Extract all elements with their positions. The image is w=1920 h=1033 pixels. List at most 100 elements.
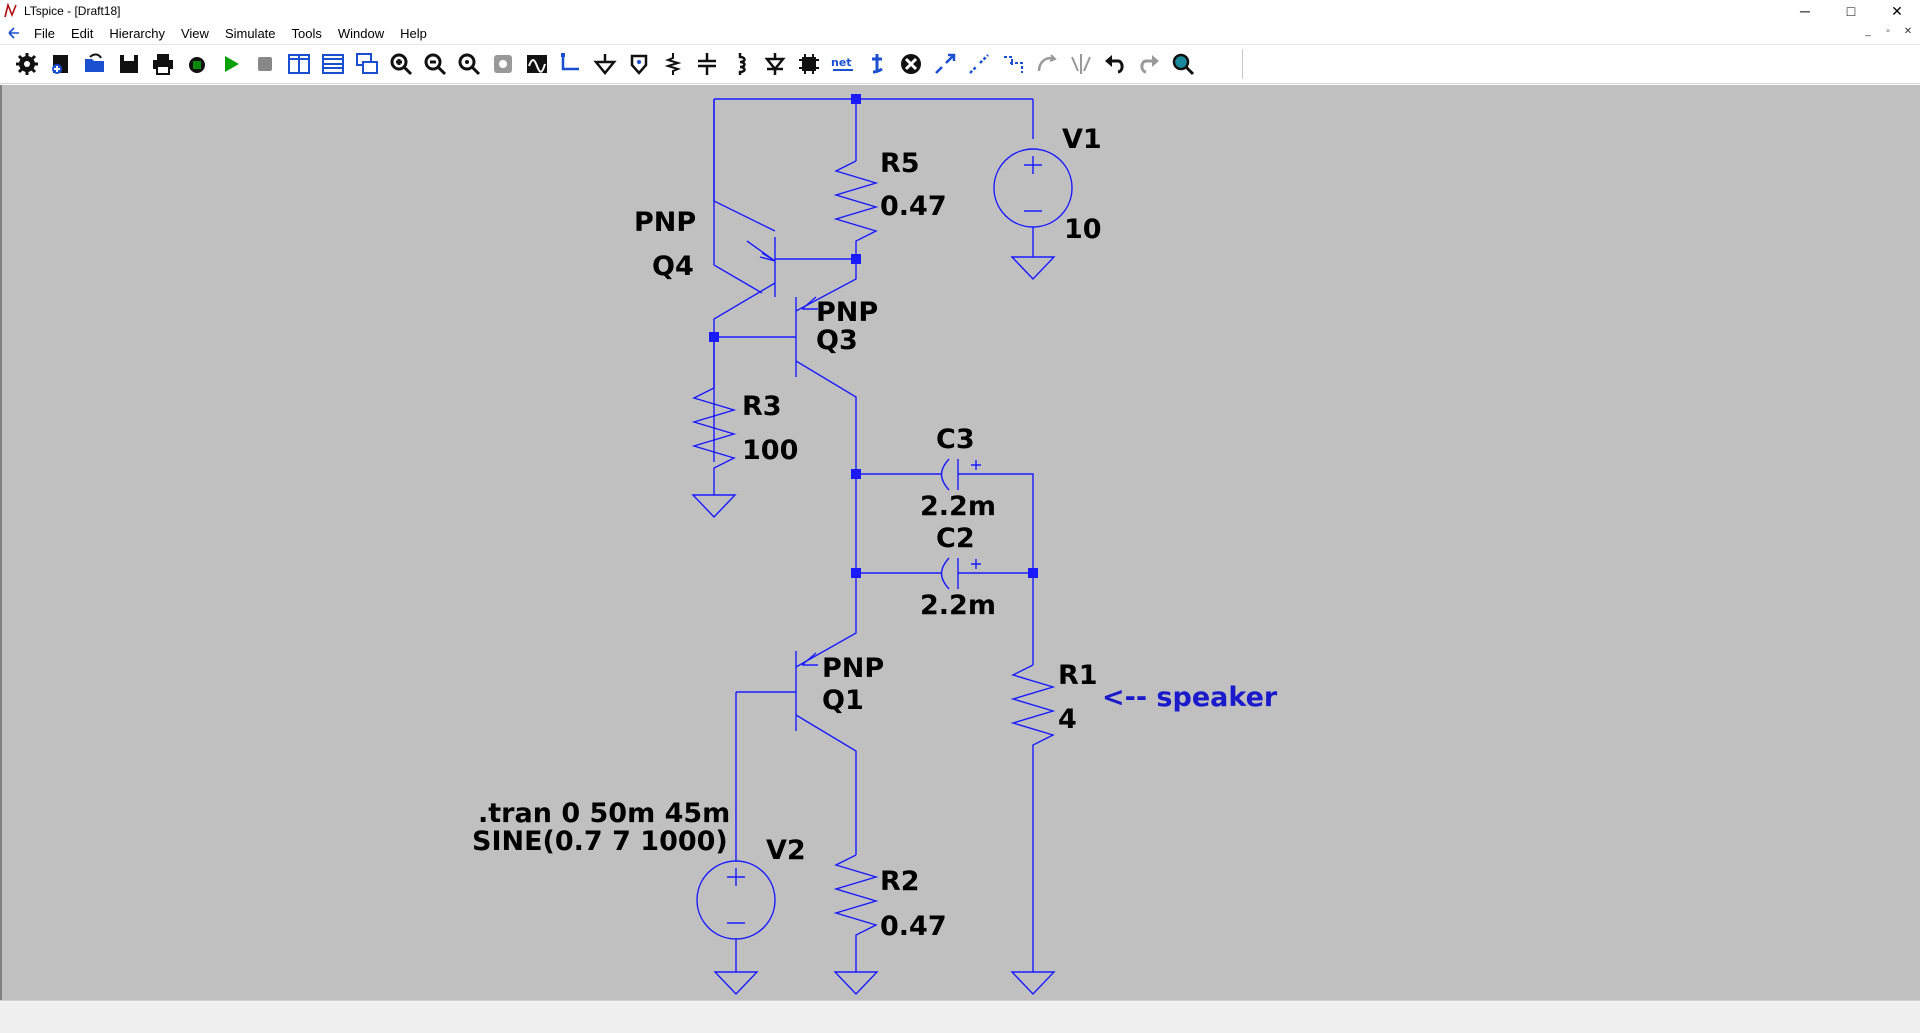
mirror-button[interactable] [1064,47,1098,81]
menu-simulate[interactable]: Simulate [224,25,276,41]
ground-r1 [1010,971,1056,996]
node-label-button[interactable] [622,47,656,81]
new-schematic-button[interactable] [44,47,78,81]
speaker-comment[interactable]: <-- speaker [1102,682,1278,713]
print-icon [153,54,173,75]
control-panel-button[interactable] [180,47,214,81]
schematic-canvas[interactable]: V1 10 R5 0.47 PNP Q4 PNP Q3 R3 100 C3 2.… [0,85,1920,1000]
undo-icon [1105,55,1124,74]
zoom-in-button[interactable] [384,47,418,81]
wire-q4-collector[interactable] [713,282,776,462]
net-label-button[interactable]: net [826,47,860,81]
junction-q3-base [709,332,719,342]
zoom-out-icon [424,53,447,76]
wire-c3-right[interactable] [958,473,1034,573]
menu-hierarchy[interactable]: Hierarchy [109,25,165,41]
q3-emitter-wire[interactable] [795,261,857,312]
junction-top [851,94,861,104]
window-title: LTspice - [Draft18] [24,4,121,18]
component-button[interactable] [792,47,826,81]
q3-collector-wire[interactable] [795,360,857,587]
toolbar: net [0,45,1920,84]
q1-emitter-wire[interactable] [795,587,857,668]
pan-icon [494,55,512,73]
c2-value-label: 2.2m [920,590,996,621]
net-label-icon: net [831,56,853,71]
mdi-restore-button[interactable]: ▫ [1886,26,1890,37]
zoom-out-button[interactable] [418,47,452,81]
tile-horizontal-button[interactable] [316,47,350,81]
resistor-r5[interactable] [833,160,879,261]
schematic-doc-icon[interactable] [6,25,22,41]
find-button[interactable] [1166,47,1200,81]
wire-button[interactable] [554,47,588,81]
minimize-button[interactable]: ─ [1800,3,1810,19]
menu-tools[interactable]: Tools [291,25,322,41]
v2-polarity-marks [727,868,745,924]
maximize-button[interactable]: □ [1846,3,1856,19]
mdi-minimize-button[interactable]: _ [1865,26,1871,37]
menu-window[interactable]: Window [337,25,385,41]
open-button[interactable] [78,47,112,81]
run-icon [225,56,239,72]
delete-icon [901,54,921,74]
zoom-fit-button[interactable] [452,47,486,81]
diode-button[interactable] [758,47,792,81]
menu-edit[interactable]: Edit [70,25,94,41]
c3-name-label: C3 [936,424,975,455]
drag-button[interactable] [962,47,996,81]
q1-collector-wire[interactable] [795,714,857,855]
diode-icon [764,53,786,75]
ground-button[interactable] [588,47,622,81]
tile-vertical-button[interactable] [282,47,316,81]
q4-emitter-lead [746,240,776,262]
tran-directive[interactable]: .tran 0 50m 45m [478,798,730,829]
ground-icon [593,54,617,75]
ground-v1 [1010,256,1056,281]
settings-button[interactable] [10,47,44,81]
status-bar [0,1000,1920,1033]
menu-view[interactable]: View [180,25,209,41]
capacitor-c2-curved-plate[interactable] [940,557,950,590]
c3-value-label: 2.2m [920,491,996,522]
duplicate-button[interactable] [996,47,1030,81]
schematic-drawing: V1 10 R5 0.47 PNP Q4 PNP Q3 R3 100 C3 2.… [472,94,1278,996]
capacitor-c3-curved-plate[interactable] [940,458,950,491]
resistor-r1[interactable] [1010,664,1056,972]
capacitor-button[interactable] [690,47,724,81]
c2-name-label: C2 [936,523,975,554]
inductor-icon [738,53,746,75]
resistor-button[interactable] [656,47,690,81]
wire-q4-emitter[interactable] [713,99,763,294]
text-button[interactable] [860,47,894,81]
cut-button[interactable] [894,47,928,81]
plot-button[interactable] [520,47,554,81]
rotate-button[interactable] [1030,47,1064,81]
component-icon [799,54,819,74]
zoom-fit-icon [458,53,481,76]
redo-icon [1140,55,1159,74]
v2-value-label: SINE(0.7 7 1000) [472,826,728,857]
redo-button[interactable] [1132,47,1166,81]
junction-c2-left [851,568,861,578]
resistor-r2[interactable] [833,854,879,972]
menu-file[interactable]: File [34,25,55,41]
mdi-close-button[interactable]: ✕ [1903,26,1913,37]
save-button[interactable] [112,47,146,81]
run-button[interactable] [214,47,248,81]
close-button[interactable]: ✕ [1891,2,1903,19]
q1-emitter-arrow [801,652,818,666]
junction-c3-left [851,469,861,479]
q4-emitter-wire[interactable] [713,99,776,232]
cascade-button[interactable] [350,47,384,81]
move-button[interactable] [928,47,962,81]
pan-button[interactable] [486,47,520,81]
print-button[interactable] [146,47,180,81]
r1-name-label: R1 [1058,660,1098,691]
inductor-button[interactable] [724,47,758,81]
resistor-r3[interactable] [691,387,737,495]
undo-button[interactable] [1098,47,1132,81]
r5-name-label: R5 [880,148,920,179]
menu-help[interactable]: Help [400,25,427,41]
halt-button[interactable] [248,47,282,81]
